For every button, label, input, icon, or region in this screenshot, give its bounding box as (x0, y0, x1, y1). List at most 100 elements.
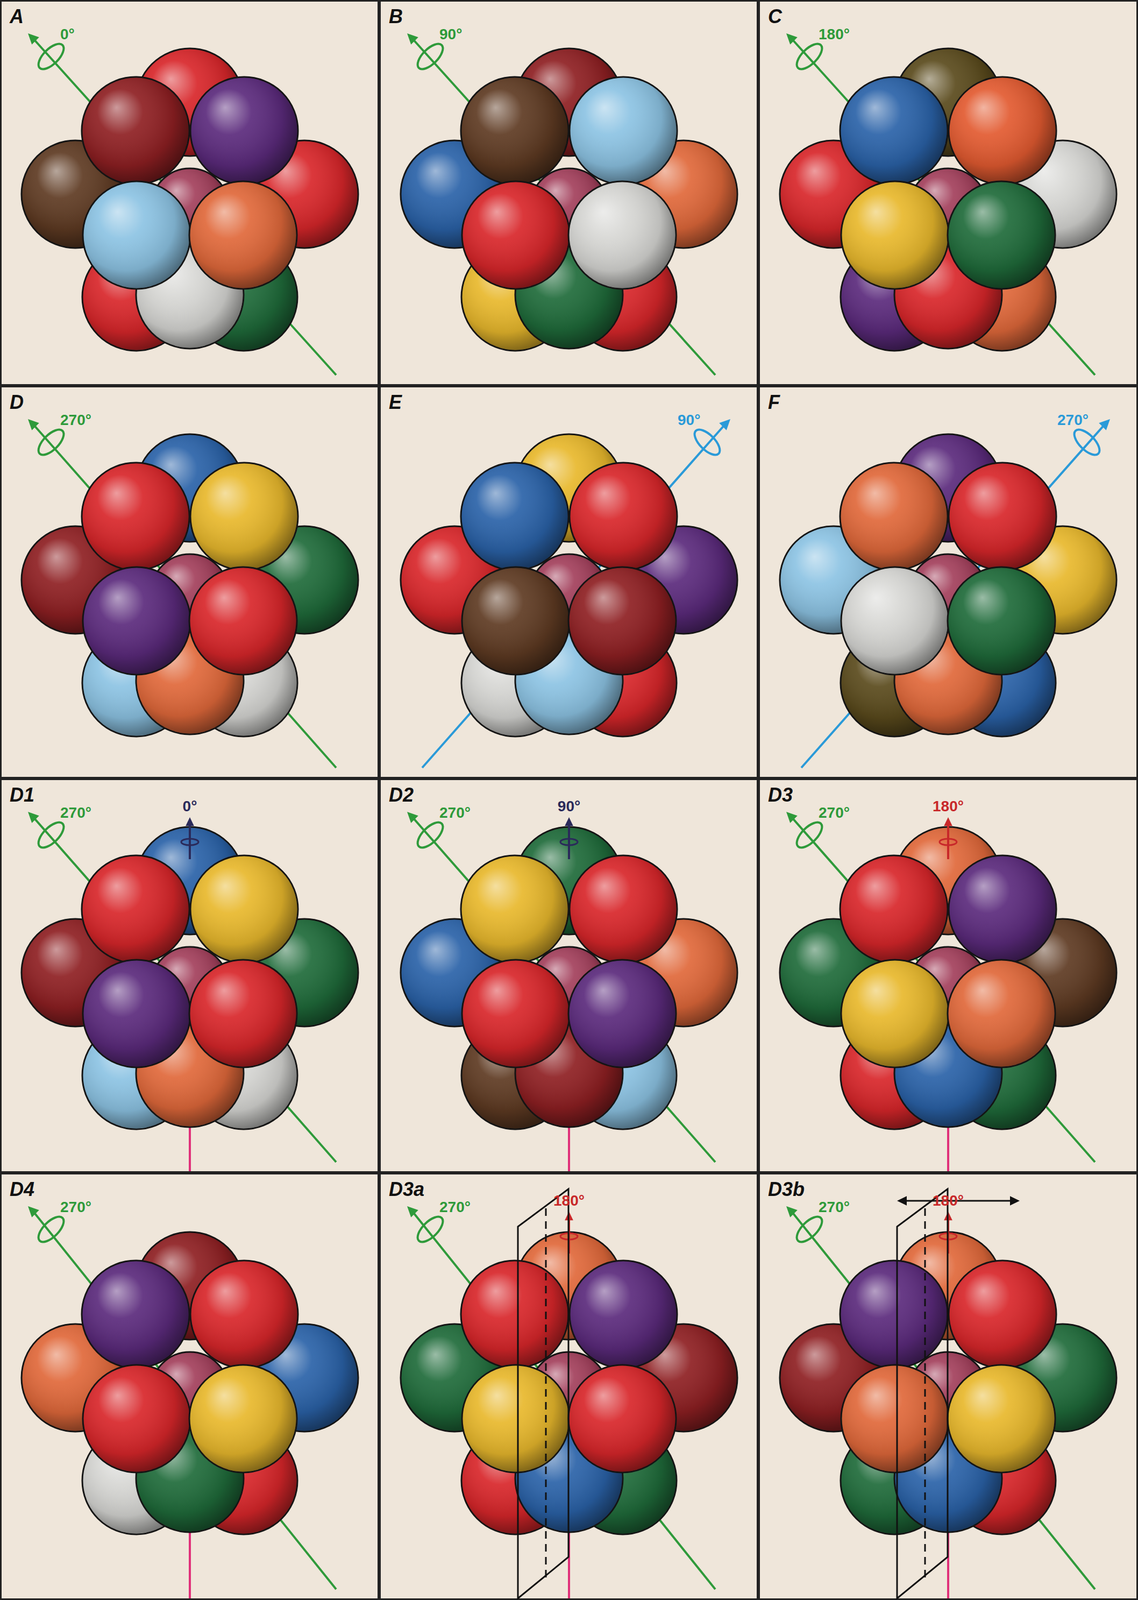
top-arrow (188, 822, 191, 859)
sphere-shading (949, 77, 1056, 184)
arrow-head (719, 418, 731, 431)
panel-letter: C (767, 5, 782, 28)
panel-frame (1, 386, 379, 778)
sphere-shading (570, 1261, 677, 1368)
sphere-shading (191, 77, 298, 184)
sphere (460, 1260, 569, 1368)
sphere-shading (569, 1365, 676, 1472)
label-anchor: F (767, 390, 780, 414)
arrow-head (27, 811, 40, 823)
panel-letter: A (9, 5, 24, 28)
arrow-head (27, 1205, 40, 1218)
arrow-head (407, 1205, 419, 1218)
sphere-shading (461, 77, 568, 184)
rotation-ring (413, 818, 447, 852)
label-anchor: D2 (388, 783, 414, 807)
sphere-shading (948, 182, 1055, 289)
sphere (840, 1260, 948, 1368)
panel-frame (1, 1, 379, 386)
panel-frame (380, 1173, 758, 1599)
sphere (568, 959, 677, 1068)
label-anchor: 270° (1057, 411, 1089, 429)
rotation-ring (413, 39, 447, 74)
sphere (81, 462, 190, 571)
label-anchor: 0° (189, 797, 205, 815)
rotation-ring (792, 39, 827, 74)
arrow-head (897, 1195, 907, 1205)
panel-letter: D3b (767, 1177, 805, 1201)
label-anchor: 180° (948, 1191, 980, 1209)
sphere-shading (842, 1365, 949, 1472)
sphere (569, 855, 678, 963)
sphere-shading (463, 182, 569, 289)
sphere-shading (82, 1261, 189, 1368)
mirror-plane-axis (545, 1207, 547, 1578)
sphere-shading (948, 960, 1055, 1067)
sphere (461, 181, 570, 289)
rotation-ring (560, 838, 578, 845)
panel-letter: D3 (767, 783, 793, 807)
panel-letter: D2 (388, 783, 414, 807)
sphere-shading (569, 567, 676, 674)
sphere (841, 181, 949, 289)
angle-label: 90° (557, 797, 581, 815)
label-anchor: 0° (60, 25, 75, 44)
panel-letter: B (388, 5, 403, 28)
sphere (190, 855, 298, 963)
sphere-shading (191, 463, 298, 570)
angle-label: 270° (60, 804, 92, 822)
sphere (841, 1364, 949, 1472)
sphere-shading (570, 77, 677, 184)
sphere (460, 855, 569, 963)
sphere (189, 566, 297, 675)
sphere (841, 566, 949, 675)
sphere (82, 1364, 191, 1472)
sphere (568, 1364, 677, 1472)
panel-letter: F (767, 390, 780, 414)
label-anchor: A (9, 5, 24, 28)
sphere (569, 1260, 678, 1368)
panel-letter: D3a (388, 1177, 425, 1201)
arrow-head (564, 816, 574, 826)
arrow-head (1098, 418, 1111, 431)
panel-frame (759, 386, 1138, 778)
sphere-shading (461, 856, 568, 963)
rotation-ring (34, 1212, 68, 1246)
panel-frame (759, 1, 1138, 386)
sphere-shading (190, 960, 297, 1067)
panel-frame (380, 1, 758, 386)
sphere-shading (949, 1261, 1056, 1368)
angle-label: 90° (677, 411, 701, 429)
sphere (948, 76, 1057, 185)
panel-frame (380, 386, 758, 778)
sphere (190, 76, 298, 185)
arrow-head (407, 811, 419, 823)
mirror-plane-axis (924, 1207, 927, 1578)
sphere (190, 462, 298, 571)
sphere-shading (949, 463, 1056, 570)
sphere-shading (83, 1365, 190, 1472)
rotation-ring (939, 838, 957, 845)
sphere-shading (569, 960, 676, 1067)
sphere (568, 181, 677, 289)
label-anchor: 90° (677, 411, 701, 429)
sphere-shading (569, 182, 676, 289)
sphere (189, 181, 297, 289)
sphere (840, 855, 948, 963)
sphere (82, 959, 191, 1068)
label-anchor: B (388, 5, 403, 28)
arrow-head (1010, 1195, 1020, 1205)
label-anchor: C (767, 5, 782, 28)
label-anchor: D3 (767, 783, 793, 807)
sphere (568, 566, 677, 675)
angle-label: 270° (439, 804, 471, 822)
label-anchor: D3b (767, 1177, 805, 1201)
label-anchor: 90° (569, 797, 592, 815)
sphere-shading (841, 77, 948, 184)
sphere (948, 855, 1057, 963)
sphere-shading (82, 77, 189, 184)
sphere (190, 1260, 298, 1368)
sphere (947, 181, 1056, 289)
sphere-shading (463, 567, 569, 674)
